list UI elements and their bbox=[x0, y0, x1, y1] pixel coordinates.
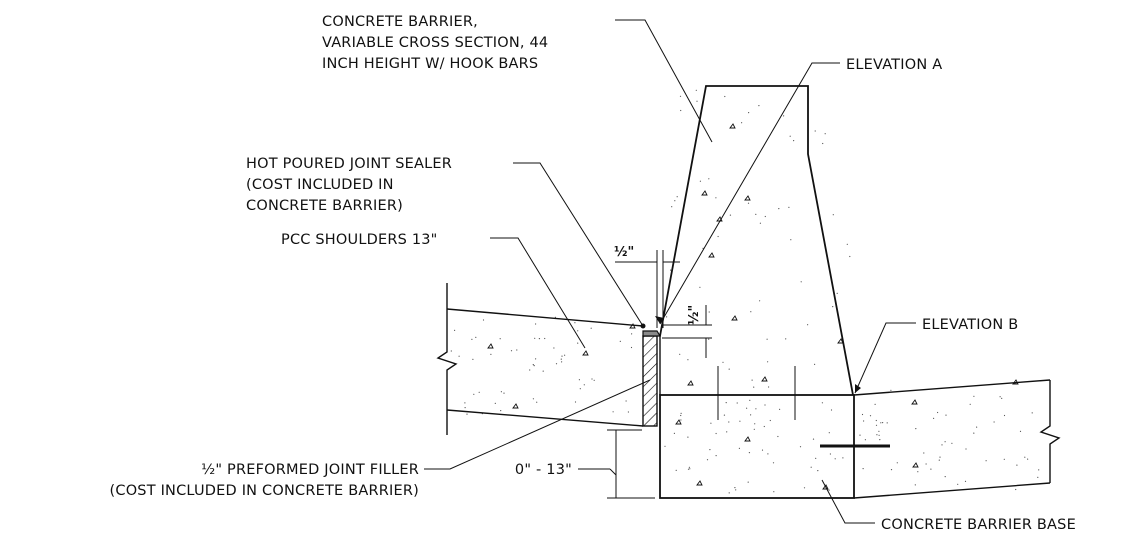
aggregate-marks bbox=[487, 123, 1019, 490]
joint-sealer bbox=[642, 330, 662, 337]
filler-label-line1: ½" PREFORMED JOINT FILLER bbox=[201, 462, 419, 478]
concrete-barrier bbox=[659, 85, 854, 420]
dimension-base-depth bbox=[578, 429, 655, 499]
barrier-label-line1: CONCRETE BARRIER, bbox=[322, 14, 478, 30]
dimension-sealer-depth: ½" bbox=[662, 305, 712, 358]
leader-lines bbox=[424, 19, 916, 524]
elevation-b-label: ELEVATION B bbox=[922, 317, 1018, 333]
sealer-label-line1: HOT POURED JOINT SEALER bbox=[246, 156, 452, 172]
barrier-label-line2: VARIABLE CROSS SECTION, 44 bbox=[322, 35, 548, 51]
pcc-shoulders-label: PCC SHOULDERS 13" bbox=[281, 232, 438, 248]
sealer-label-line2: (COST INCLUDED IN bbox=[246, 177, 394, 193]
barrier-label-line3: INCH HEIGHT W/ HOOK BARS bbox=[322, 56, 538, 72]
labels: CONCRETE BARRIER, VARIABLE CROSS SECTION… bbox=[110, 14, 1076, 533]
sealer-label-line3: CONCRETE BARRIER) bbox=[246, 198, 403, 214]
sealer-depth-dim: ½" bbox=[687, 305, 702, 325]
concrete-barrier-base bbox=[659, 394, 890, 499]
dimension-joint-width: ½" bbox=[614, 245, 680, 328]
base-depth-label: 0" - 13" bbox=[515, 462, 572, 478]
filler-label-line2: (COST INCLUDED IN CONCRETE BARRIER) bbox=[110, 483, 419, 499]
barrier-base-label: CONCRETE BARRIER BASE bbox=[881, 517, 1076, 533]
concrete-texture bbox=[450, 89, 1040, 494]
joint-width-dim: ½" bbox=[614, 245, 634, 260]
elevation-a-label: ELEVATION A bbox=[846, 57, 942, 73]
preformed-joint-filler bbox=[642, 335, 658, 427]
pcc-shoulder-left bbox=[436, 283, 662, 435]
pcc-shoulder-right bbox=[853, 379, 1061, 499]
